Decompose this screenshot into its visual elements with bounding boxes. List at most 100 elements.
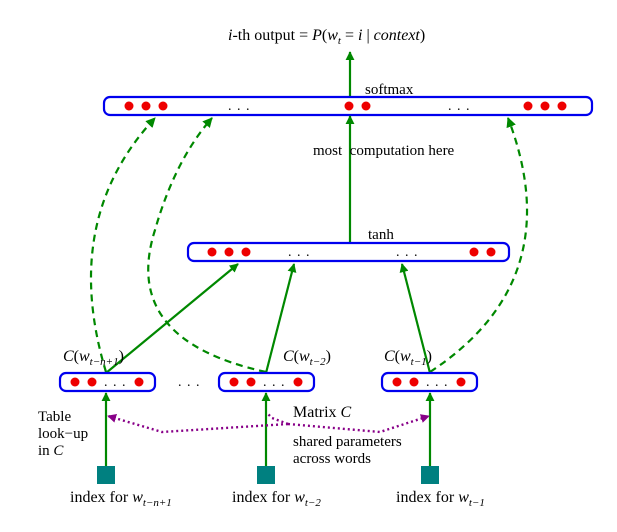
index-label-2: index for wt−2	[232, 489, 321, 509]
embedding-label-2-sub: t−2	[310, 356, 326, 368]
softmax-unit	[344, 101, 354, 111]
embedding-label-3-open: (	[395, 348, 400, 365]
embedding-label-1-open: (	[74, 348, 79, 365]
tanh-ellipsis-left: . . .	[288, 245, 311, 260]
embedding-label-1-w: w	[79, 348, 90, 365]
embedding3-direct-dashed-arrow	[429, 117, 528, 373]
index-label-1: index for wt−n+1	[70, 489, 172, 509]
embedding-label-1-C: C	[63, 348, 74, 365]
table-lookup-line3-var: C	[53, 443, 64, 459]
embedding-box-1	[58, 371, 157, 393]
matrix-label: Matrix C	[293, 404, 352, 421]
index-label-3-prefix: index for	[396, 489, 458, 506]
shared-params-arrow-right	[287, 414, 430, 434]
tanh-label: tanh	[368, 227, 394, 243]
index-square-3	[421, 466, 439, 484]
embedding-box-3	[380, 371, 479, 393]
matrix-label-var: C	[341, 404, 352, 421]
output-label-close: )	[420, 27, 425, 44]
table-lookup-line1: Table	[38, 409, 71, 425]
output-label: i-th output = P(wt = i | context)	[228, 27, 425, 47]
embedding-label-2: C(wt−2)	[283, 348, 331, 368]
softmax-ellipsis-left: . . .	[228, 99, 251, 114]
embedding3-to-tanh-arrow	[399, 263, 432, 374]
embedding-label-2-close: )	[326, 348, 331, 365]
tanh-unit	[241, 247, 251, 257]
table-lookup-line3-prefix: in	[38, 443, 53, 459]
embedding-label-1: C(wt−n+1)	[63, 348, 124, 368]
index-label-2-prefix: index for	[232, 489, 294, 506]
embedding-unit	[293, 377, 303, 387]
embedding-unit	[229, 377, 239, 387]
embedding-label-3-w: w	[400, 348, 411, 365]
tanh-layer-box	[186, 241, 511, 263]
tanh-unit	[207, 247, 217, 257]
softmax-unit	[523, 101, 533, 111]
tanh-ellipsis-right: . . .	[396, 245, 419, 260]
output-label-w: w	[327, 27, 338, 44]
output-label-wsub: t	[338, 35, 342, 47]
embedding-unit	[134, 377, 144, 387]
tanh-unit	[486, 247, 496, 257]
softmax-unit	[158, 101, 168, 111]
shared-label-line2: across words	[293, 451, 371, 467]
index-label-1-sub: t−n+1	[143, 497, 172, 509]
matrix-label-prefix: Matrix	[293, 404, 341, 421]
embedding-1-ellipsis: . . .	[104, 375, 127, 390]
index-label-2-sub: t−2	[305, 497, 321, 509]
embedding1-direct-dashed-arrow	[89, 117, 156, 373]
output-label-text: -th output =	[232, 27, 312, 44]
index-square-2	[257, 466, 275, 484]
embedding-label-3-close: )	[427, 348, 432, 365]
output-label-open: (	[322, 27, 327, 44]
softmax-unit	[361, 101, 371, 111]
embedding-3-ellipsis: . . .	[426, 375, 449, 390]
embedding-2-ellipsis: . . .	[263, 375, 286, 390]
output-label-context: context	[374, 27, 421, 44]
embedding1-to-tanh-arrow	[105, 263, 239, 374]
softmax-unit	[540, 101, 550, 111]
embedding-label-2-open: (	[294, 348, 299, 365]
computation-label: most computation here	[313, 143, 455, 159]
shared-label-line1: shared parameters	[293, 434, 402, 450]
softmax-unit	[141, 101, 151, 111]
index-square-1	[97, 466, 115, 484]
embedding-label-1-close: )	[119, 348, 124, 365]
embedding-label-3-sub: t−1	[411, 356, 427, 368]
embedding-unit	[70, 377, 80, 387]
softmax-unit	[124, 101, 134, 111]
embedding-unit	[409, 377, 419, 387]
embedding2-direct-dashed-arrow	[147, 117, 267, 374]
softmax-unit	[557, 101, 567, 111]
index-label-2-w: w	[294, 489, 305, 506]
embedding-label-3: C(wt−1)	[384, 348, 432, 368]
embedding-label-2-w: w	[299, 348, 310, 365]
embedding2-to-tanh-arrow	[264, 263, 297, 374]
index-label-1-prefix: index for	[70, 489, 132, 506]
output-label-i2: i	[358, 27, 362, 44]
tanh-unit	[224, 247, 234, 257]
tanh-unit	[469, 247, 479, 257]
embedding-unit	[392, 377, 402, 387]
output-label-eq: =	[341, 27, 358, 44]
table-lookup-line3: in C	[38, 443, 64, 459]
shared-params-arrow-left	[107, 413, 289, 434]
between-groups-ellipsis: . . .	[178, 375, 201, 390]
embedding-label-1-sub: t−n+1	[90, 356, 119, 368]
index-label-3-w: w	[458, 489, 469, 506]
embedding-label-2-C: C	[283, 348, 294, 365]
softmax-ellipsis-right: . . .	[448, 99, 471, 114]
embedding-label-3-C: C	[384, 348, 395, 365]
softmax-label: softmax	[365, 82, 414, 98]
index-label-1-w: w	[132, 489, 143, 506]
table-lookup-line2: look−up	[38, 426, 88, 442]
embedding-unit	[246, 377, 256, 387]
shared-params-arrow-center	[267, 413, 289, 426]
embedding-unit	[456, 377, 466, 387]
index-label-3-sub: t−1	[469, 497, 485, 509]
output-label-bar: |	[362, 27, 373, 44]
output-label-func: P	[311, 27, 322, 44]
output-label-i: i	[228, 27, 232, 44]
embedding-box-2	[217, 371, 316, 393]
